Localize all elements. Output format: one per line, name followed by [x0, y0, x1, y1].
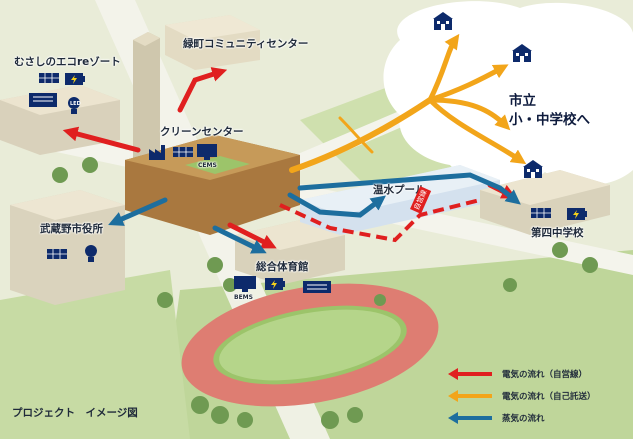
battery-icon: [265, 278, 285, 290]
school4-label: 第四中学校: [531, 227, 584, 239]
solar-panel-icon: [531, 208, 551, 218]
school-icon: [523, 160, 543, 178]
schools-destination: 市立 小・中学校へ: [509, 92, 590, 130]
led-label: LED: [70, 101, 81, 107]
warm-pool-label: 温水プール: [373, 184, 426, 196]
legend-item-consignment: 電気の流れ（自己託送）: [446, 385, 596, 407]
clean-center-building: [125, 135, 300, 235]
solar-panel-icon: [39, 73, 59, 83]
gym-label: 総合体育館: [256, 261, 309, 273]
inverter-icon: [29, 93, 57, 107]
cems-label: CEMS: [198, 162, 217, 169]
legend-item-electric: 電気の流れ（自営線）: [446, 363, 596, 385]
steam-flow: [108, 172, 521, 254]
community-center-label: 緑町コミュニティセンター: [183, 38, 309, 50]
led-bulb-icon: [68, 97, 80, 114]
green-zone: [0, 270, 190, 439]
schools-line-1: 市立: [509, 93, 536, 109]
legend-label: 蒸気の流れ: [502, 414, 545, 424]
monitor-icon: [234, 276, 256, 292]
factory-icon: [149, 145, 165, 160]
legend-label: 電気の流れ（自営線）: [502, 370, 588, 380]
legend: 電気の流れ（自営線） 電気の流れ（自己託送） 蒸気の流れ: [446, 363, 596, 429]
arrow-icon: [448, 412, 492, 424]
battery-icon: [65, 73, 85, 85]
community-center-building: [165, 15, 260, 70]
city-hall-building: [10, 190, 125, 305]
arrow-icon: [448, 390, 492, 402]
solar-panel-icon: [47, 249, 67, 259]
inverter-icon: [303, 281, 331, 293]
bems-label: BEMS: [234, 294, 253, 301]
solar-panel-icon: [173, 147, 193, 157]
school-icon: [512, 44, 532, 62]
school-icon: [433, 12, 453, 30]
legend-item-steam: 蒸気の流れ: [446, 407, 596, 429]
arrow-icon: [448, 368, 492, 380]
legend-label: 電気の流れ（自己託送）: [502, 392, 596, 402]
city-hall-label: 武蔵野市役所: [40, 223, 103, 235]
consignment-flow: [289, 33, 527, 173]
schools-line-2: 小・中学校へ: [509, 112, 590, 128]
caption: プロジェクト イメージ図: [12, 407, 138, 419]
dedicated-line: [279, 198, 481, 243]
clean-center-label: クリーンセンター: [160, 126, 244, 138]
eco-resort-label: むさしのエコreゾート: [14, 56, 121, 68]
led-bulb-icon: [85, 245, 97, 262]
battery-icon: [567, 208, 587, 220]
monitor-icon: [197, 144, 217, 160]
